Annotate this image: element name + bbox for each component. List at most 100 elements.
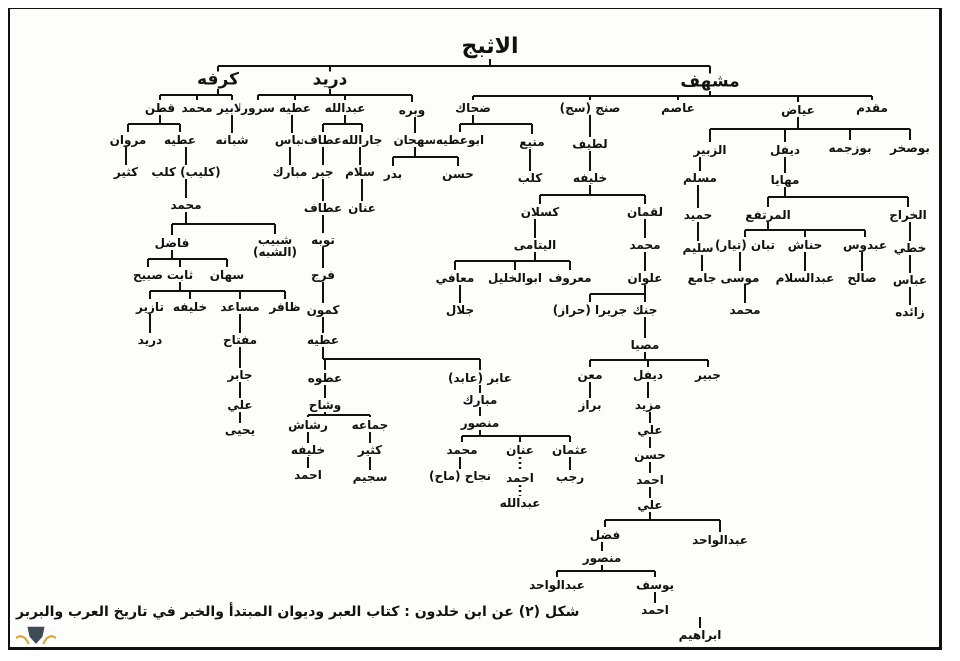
tree-node-name: عنان: [347, 201, 377, 215]
tree-node-name: اليتامى: [512, 238, 558, 252]
tree-node-name: علي: [636, 498, 664, 512]
tree-node-name: مشهف: [679, 71, 741, 92]
tree-node-name: الخراج: [888, 208, 928, 222]
tree-node-name: ضحاك: [454, 101, 492, 115]
tree-node-name: سرور: [240, 101, 276, 115]
tree-node-name: دريد: [311, 69, 349, 90]
tree-node-name: احمد: [293, 468, 323, 482]
tree-node-name: جبر: [311, 165, 335, 179]
tree-node-name: عباس: [891, 273, 929, 287]
tree-node-name: شبيب (الشبه): [252, 233, 298, 259]
tree-node-name: تازير: [135, 300, 165, 314]
tree-node-name: احمد: [640, 603, 670, 617]
tree-node-name: زائده: [894, 305, 926, 319]
tree-node-name: براز: [577, 398, 603, 412]
tree-node-name: كلب: [516, 171, 544, 185]
tree-node-name: خطي: [892, 241, 928, 255]
tree-node-name: جبير: [694, 368, 722, 382]
tree-node-name: عطيه: [305, 333, 341, 347]
tree-node-name: ديفل: [631, 368, 665, 382]
tree-node-name: سليم: [681, 241, 715, 255]
tree-node-name: عنان: [505, 443, 535, 457]
tree-node-name: دريد: [136, 333, 164, 347]
tree-node-name: محمد: [728, 303, 762, 317]
tree-node-name: شبانه: [214, 133, 250, 147]
tree-node-name: معافي: [434, 271, 476, 285]
tree-node-name: الابير: [216, 101, 248, 115]
tree-node-name: مبارك: [271, 165, 309, 179]
tree-node-name: معروف: [547, 271, 593, 285]
tree-node-name: مسلم: [682, 171, 718, 185]
tree-node-name: فرج: [310, 268, 336, 282]
tree-node-name: لطيف: [571, 137, 609, 151]
tree-node-name: بدر: [382, 167, 404, 181]
tree-node-name: صبيح: [131, 268, 165, 282]
tree-node-name: محمد: [180, 101, 214, 115]
tree-node-name: مبارك: [461, 393, 499, 407]
tree-node-name: عبدالله: [498, 496, 542, 510]
tree-node-name: عطيه: [162, 133, 198, 147]
tree-node-name: رشاش: [287, 418, 329, 432]
tree-node-name: صالح: [846, 271, 878, 285]
tree-node-name: عبدالواحد: [528, 578, 586, 592]
tree-node-name: خليفه: [289, 443, 327, 457]
tree-node-name: جامع: [686, 271, 718, 285]
tree-node-name: سهان: [208, 268, 246, 282]
tree-node-name: عطيه: [277, 101, 313, 115]
tree-node-name: رجب: [554, 470, 586, 484]
tree-node-name: عبدوس: [841, 238, 889, 252]
tree-node-name: جريرا (حراز): [551, 303, 629, 317]
tree-node-name: مهايا: [769, 173, 801, 187]
tree-node-name: (كليب) كلب: [150, 165, 222, 179]
tree-node-name: جلال: [444, 303, 476, 317]
tree-node-name: مزيد: [633, 398, 663, 412]
tree-node-name: كثير: [112, 165, 140, 179]
tree-node-name: كمون: [305, 303, 341, 317]
tree-node-name: جماعه: [350, 418, 390, 432]
tree-node-name: حميد: [682, 208, 714, 222]
tree-node-name: الزبير: [692, 143, 728, 157]
tree-node-name: محمد: [445, 443, 479, 457]
tree-node-name: منيع: [518, 135, 546, 149]
tree-node-name: علوان: [626, 271, 664, 285]
tree-node-name: يحيى: [223, 423, 257, 437]
tree-node-name: قطن: [143, 101, 177, 115]
tree-node-name: صنج (سج): [558, 101, 622, 115]
tree-node-name: جنك: [631, 303, 659, 317]
tree-node-name: المرتفع: [744, 208, 792, 222]
tree-node-name: فضل: [588, 528, 622, 542]
tree-node-name: خليفه: [171, 300, 209, 314]
tree-node-name: منصور: [581, 551, 623, 565]
tree-root-name: الاثبج: [460, 34, 520, 59]
tree-node-name: كثير: [356, 443, 384, 457]
tree-node-name: احمد: [635, 473, 665, 487]
tree-node-name: كسلان: [519, 205, 561, 219]
tree-node-name: سهحان: [392, 133, 438, 147]
tree-node-name: بوصخر: [889, 141, 931, 155]
tree-node-name: فاضل: [153, 236, 191, 250]
tree-node-name: ظافر: [268, 300, 302, 314]
tree-node-name: محمد: [628, 238, 662, 252]
watermark-logo-icon: [16, 626, 56, 645]
tree-node-name: مصيا: [629, 338, 661, 352]
tree-node-name: مقدم: [855, 101, 889, 115]
tree-node-name: عبدالواحد: [691, 533, 749, 547]
tree-node-name: عابر (عابد): [447, 371, 513, 385]
tree-node-name: عطوه: [306, 371, 344, 385]
tree-connector-lines: [125, 59, 911, 628]
tree-node-name: لقمان: [626, 205, 664, 219]
tree-node-name: جارالله: [340, 133, 384, 147]
tree-node-name: علي: [226, 398, 254, 412]
tree-node-name: معن: [576, 368, 604, 382]
tree-node-name: نجاح (ماح): [427, 469, 493, 483]
tree-node-name: سلام: [344, 165, 376, 179]
tree-node-name: احمد: [505, 471, 535, 485]
tree-node-name: علي: [636, 423, 664, 437]
tree-node-name: مفتاح: [221, 333, 259, 347]
tree-node-name: ابوالخليل: [487, 271, 543, 285]
figure-caption: شكل (٢) عن ابن خلدون : كتاب العبر وديوان…: [16, 604, 580, 620]
tree-node-name: ديفل: [768, 143, 802, 157]
tree-node-name: مساعد: [219, 300, 261, 314]
tree-node-name: حسن: [441, 167, 475, 181]
tree-node-name: يوسف: [634, 578, 676, 592]
